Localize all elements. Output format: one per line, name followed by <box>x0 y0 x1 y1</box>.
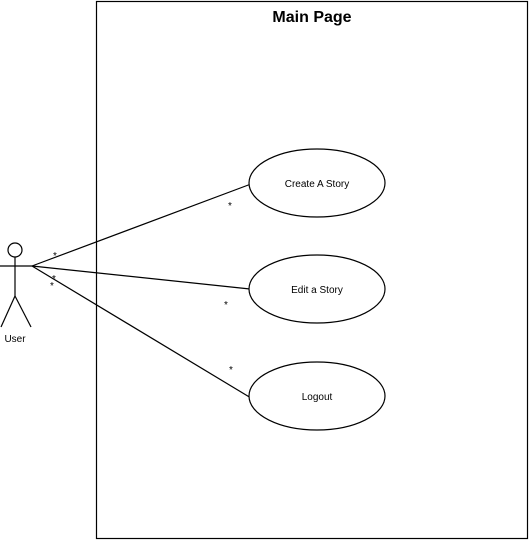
use-case-label: Create A Story <box>285 179 349 190</box>
actor-user: User <box>0 242 32 345</box>
association-line-logout <box>31 265 252 399</box>
use-case-ellipse <box>248 361 386 431</box>
association-line-create <box>31 183 252 267</box>
multiplicity-usecase-logout: * <box>229 365 233 376</box>
use-case-ellipse <box>248 148 386 218</box>
multiplicity-usecase-create: * <box>228 201 232 212</box>
actor-head-icon <box>7 242 23 258</box>
system-title: Main Page <box>272 9 351 26</box>
use-case-label: Edit a Story <box>291 285 343 296</box>
multiplicity-usecase-edit: * <box>224 300 228 311</box>
multiplicity-actor-edit: * <box>52 274 56 285</box>
actor-left-leg <box>0 295 16 328</box>
use-case-edit-story: Edit a Story <box>248 254 386 324</box>
multiplicity-actor-create: * <box>53 251 57 262</box>
use-case-ellipse <box>248 254 386 324</box>
use-case-create-story: Create A Story <box>248 148 386 218</box>
use-case-label: Logout <box>302 392 333 403</box>
multiplicity-actor-logout: * <box>50 281 54 292</box>
association-line-edit <box>31 265 251 290</box>
actor-right-leg <box>14 295 32 328</box>
actor-label: User <box>4 334 26 345</box>
system-boundary <box>95 0 529 540</box>
use-case-logout: Logout <box>248 361 386 431</box>
